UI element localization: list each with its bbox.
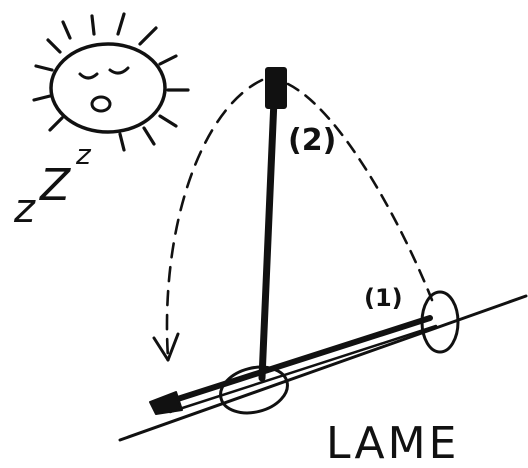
blade-caption: LAME [326, 418, 459, 468]
label-position-1: (1) [364, 284, 403, 312]
lying-blade-left-tip [150, 392, 182, 414]
dashed-arc-right [288, 84, 432, 300]
label-position-2: (2) [288, 123, 336, 158]
sleep-z-tiny: z [75, 138, 92, 171]
sun-mouth [92, 97, 110, 111]
ground-line [120, 296, 526, 440]
lying-blade-shaft [162, 318, 430, 404]
sleep-z-letters: z Z z [13, 138, 92, 232]
lying-blade [150, 318, 436, 414]
sleep-z-small: z [13, 186, 36, 232]
sun-left-eye [80, 74, 97, 78]
dashed-arc-left [167, 80, 262, 358]
vertical-blade [262, 68, 286, 378]
sleeping-sun-icon [34, 14, 188, 150]
arrow-down-icon [154, 334, 178, 360]
vertical-blade-tip [266, 68, 286, 108]
sleep-z-medium: Z [39, 160, 71, 211]
sun-face [51, 44, 165, 132]
lying-blade-edge [170, 326, 436, 412]
hinge-oval [216, 360, 293, 419]
vertical-blade-shaft [262, 100, 274, 378]
sun-right-eye [110, 68, 128, 73]
